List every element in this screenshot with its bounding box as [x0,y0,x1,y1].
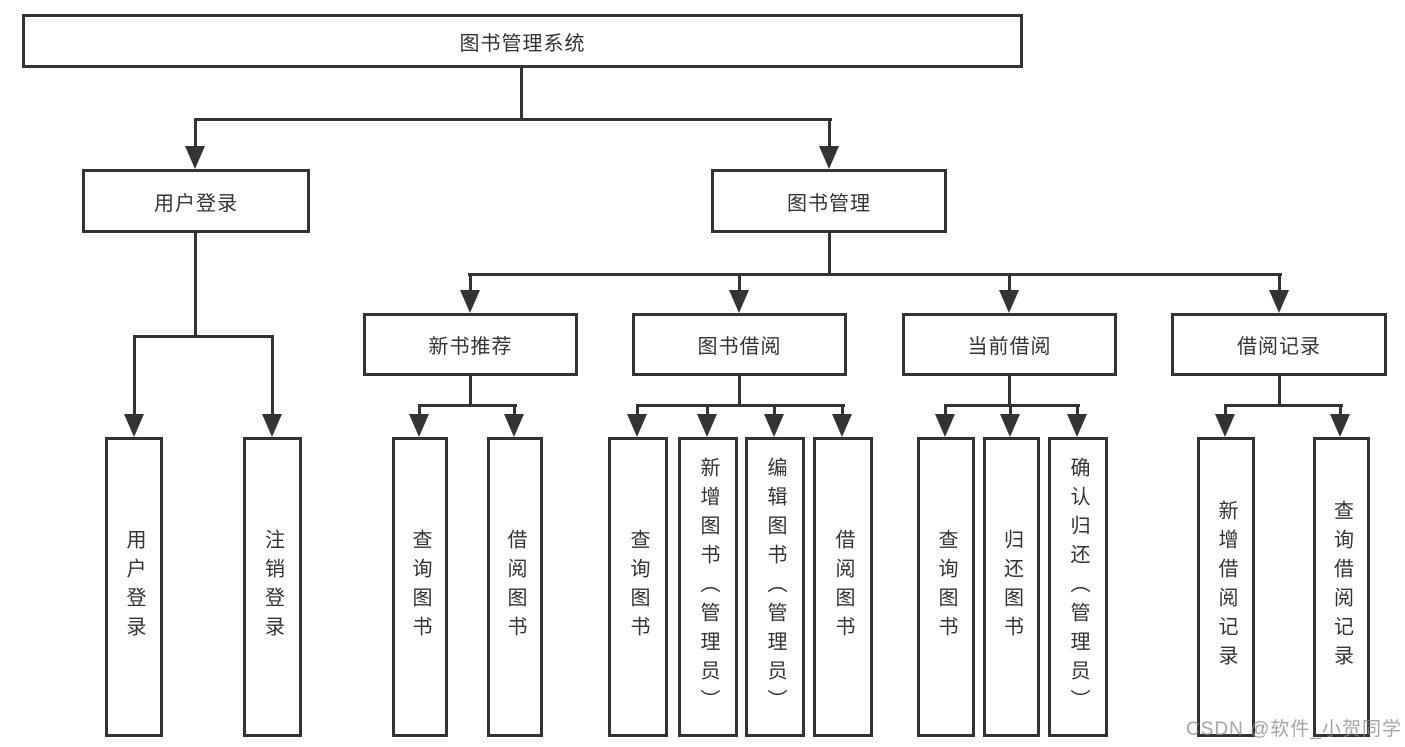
connector-line [944,404,947,418]
node-label: 图书管理 [787,192,871,215]
connector-line [706,404,709,418]
node-borrow-records: 借阅记录 [1171,313,1387,376]
arrow-down-icon [185,146,205,169]
leaf-label: 查询图书 [409,529,431,645]
leaf-label: 查询图书 [935,529,957,645]
arrow-down-icon [1269,290,1289,313]
connector-line [194,118,832,121]
connector-line [738,273,741,295]
leaf-label: 查询借阅记录 [1330,500,1353,674]
leaf-br-add-record: 新增借阅记录 [1197,437,1255,737]
arrow-down-icon [819,146,839,169]
leaf-nbr-borrow-books: 借阅图书 [487,437,543,737]
leaf-bb-edit-books-admin: 编辑图书（管理员） [745,437,805,737]
connector-line [520,68,523,121]
node-label: 当前借阅 [967,336,1052,358]
leaf-cb-return-books: 归还图书 [983,437,1040,737]
connector-line [1009,404,1012,418]
node-new-book-recommend: 新书推荐 [363,313,578,376]
arrow-down-icon [832,414,852,437]
connector-line [469,376,472,407]
connector-line [1224,404,1227,418]
arrow-down-icon [627,414,647,437]
leaf-logout: 注销登录 [243,437,302,737]
leaf-label: 归还图书 [1000,529,1023,645]
leaf-bb-query-books: 查询图书 [608,437,668,737]
arrow-down-icon [1000,414,1020,437]
arrow-down-icon [262,414,282,437]
connector-line [1278,273,1281,295]
arrow-down-icon [409,414,429,437]
node-book-management: 图书管理 [711,169,947,233]
connector-line [1224,404,1343,407]
csdn-watermark: CSDN @软件_小贺同学 [1186,719,1402,740]
leaf-user-login: 用户登录 [105,437,163,737]
connector-line [1008,376,1011,407]
node-label: 借阅记录 [1237,336,1321,358]
connector-line [513,404,516,418]
arrow-down-icon [124,414,144,437]
connector-line [636,404,639,418]
connector-line [1076,404,1079,418]
connector-line [271,335,274,417]
leaf-bb-add-books-admin: 新增图书（管理员） [678,437,738,737]
connector-line [468,273,1282,276]
arrow-down-icon [999,290,1019,313]
node-current-borrowing: 当前借阅 [902,313,1117,376]
connector-line [194,233,197,338]
leaf-label: 新增借阅记录 [1215,500,1237,674]
leaf-cb-query-books: 查询图书 [917,437,975,737]
leaf-label: 查询图书 [627,529,649,645]
connector-line [841,404,844,418]
leaf-label: 用户登录 [123,529,145,645]
connector-line [1008,273,1011,295]
arrow-down-icon [1215,414,1235,437]
connector-line [828,118,831,150]
connector-line [133,335,274,338]
connector-line [469,273,472,295]
connector-line [828,233,831,276]
connector-line [133,335,136,417]
connector-line [944,404,1080,407]
node-label: 新书推荐 [428,336,513,358]
connector-line [773,404,776,418]
node-user-login: 用户登录 [82,169,310,233]
leaf-cb-confirm-return-admin: 确认归还（管理员） [1048,437,1108,737]
connector-line [636,404,845,407]
node-label: 图书借阅 [697,336,782,358]
node-root-library-system: 图书管理系统 [22,14,1023,68]
connector-line [1278,376,1281,407]
arrow-down-icon [460,290,480,313]
leaf-label: 注销登录 [261,529,284,645]
connector-line [1339,404,1342,418]
leaf-label: 编辑图书（管理员） [764,456,786,718]
arrow-down-icon [1330,414,1350,437]
leaf-br-query-record: 查询借阅记录 [1313,437,1370,737]
connector-line [418,404,517,407]
leaf-label: 确认归还（管理员） [1067,456,1089,718]
arrow-down-icon [935,414,955,437]
connector-line [738,376,741,407]
leaf-bb-borrow-books: 借阅图书 [813,437,873,737]
node-label: 图书管理系统 [459,32,586,55]
connector-line [194,118,197,150]
arrow-down-icon [697,414,717,437]
arrow-down-icon [764,414,784,437]
connector-line [418,404,421,418]
arrow-down-icon [729,290,749,313]
leaf-nbr-query-books: 查询图书 [392,437,448,737]
node-label: 用户登录 [154,192,238,215]
node-book-borrowing: 图书借阅 [632,313,847,376]
leaf-label: 新增图书（管理员） [697,456,719,718]
arrow-down-icon [1067,414,1087,437]
leaf-label: 借阅图书 [504,529,526,645]
leaf-label: 借阅图书 [832,529,854,645]
arrow-down-icon [504,414,524,437]
